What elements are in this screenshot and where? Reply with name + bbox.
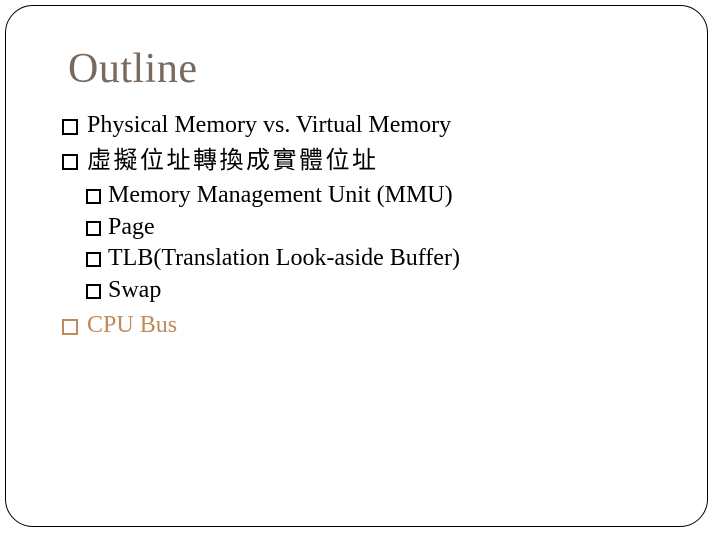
- bullet-item: 虛擬位址轉換成實體位址: [62, 142, 682, 180]
- bullet-item: TLB(Translation Look-aside Buffer): [62, 243, 682, 275]
- square-bullet-icon: [86, 220, 101, 236]
- bullet-item: CPU Bus: [62, 309, 682, 342]
- bullet-item: Swap: [62, 275, 682, 307]
- square-bullet-icon: [62, 154, 78, 170]
- slide-frame: Outline Physical Memory vs. Virtual Memo…: [5, 5, 708, 527]
- square-bullet-icon: [62, 319, 78, 335]
- bullet-text: 虛擬位址轉換成實體位址: [87, 148, 379, 174]
- bullet-item: Memory Management Unit (MMU): [62, 180, 682, 212]
- bullet-text: TLB(Translation Look-aside Buffer): [108, 245, 460, 271]
- bullet-text: Swap: [108, 276, 162, 303]
- square-bullet-icon: [86, 252, 101, 267]
- slide-title: Outline: [68, 46, 198, 92]
- bullet-list: Physical Memory vs. Virtual Memory 虛擬位址轉…: [62, 109, 682, 342]
- square-bullet-icon: [86, 283, 101, 299]
- square-bullet-icon: [62, 119, 78, 135]
- bullet-item: Page: [62, 212, 682, 244]
- bullet-text: Memory Management Unit (MMU): [108, 182, 453, 208]
- bullet-item: Physical Memory vs. Virtual Memory: [62, 109, 682, 142]
- bullet-text: CPU Bus: [87, 312, 178, 338]
- bullet-text: Page: [108, 213, 155, 240]
- bullet-text: Physical Memory vs. Virtual Memory: [87, 112, 452, 138]
- square-bullet-icon: [86, 189, 101, 204]
